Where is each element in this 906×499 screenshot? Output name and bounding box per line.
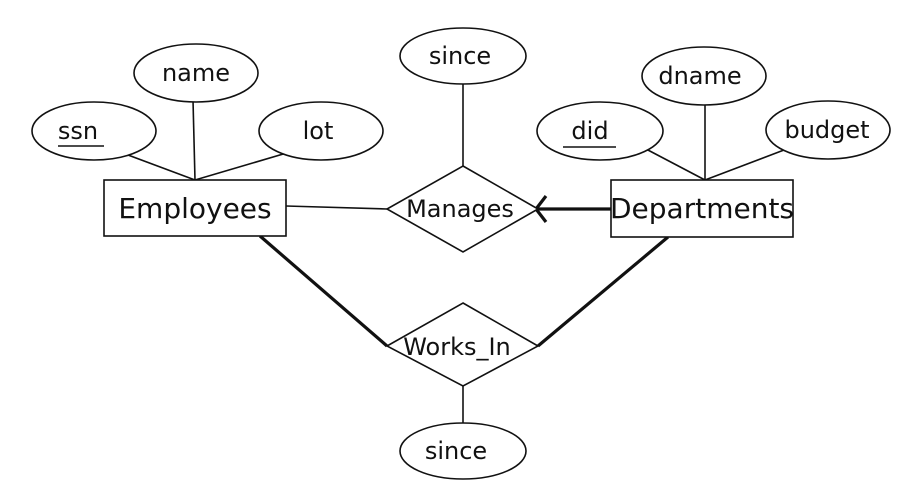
departments-works-in-link	[536, 235, 670, 348]
relationship-manages-label: Manages	[406, 195, 514, 223]
relationship-works-in: Works_In	[385, 302, 540, 387]
attribute-lot: lot	[258, 101, 384, 161]
attribute-did: did	[536, 101, 664, 161]
did-departments-link	[645, 148, 706, 181]
entity-employees: Employees	[103, 179, 287, 237]
attribute-manages-since-label: since	[429, 42, 491, 70]
attribute-manages-since: since	[399, 27, 527, 85]
entity-employees-label: Employees	[118, 192, 271, 225]
connectors	[119, 80, 785, 425]
relationship-manages: Manages	[385, 165, 540, 253]
attribute-ssn: ssn	[31, 101, 157, 161]
entity-departments: Departments	[610, 179, 794, 238]
attribute-name-label: name	[162, 59, 230, 87]
relationship-works-in-label: Works_In	[403, 333, 511, 361]
attribute-ssn-label: ssn	[58, 117, 98, 145]
employees-works-in-link	[258, 234, 389, 348]
attribute-did-label: did	[571, 117, 608, 145]
attribute-budget-label: budget	[784, 116, 869, 144]
employees-manages-link	[285, 205, 388, 210]
entity-departments-label: Departments	[610, 192, 794, 225]
name-employees-link	[192, 99, 196, 181]
attribute-dname-label: dname	[658, 62, 741, 90]
attribute-lot-label: lot	[303, 117, 334, 145]
attribute-dname: dname	[641, 46, 767, 106]
attribute-budget: budget	[765, 100, 891, 160]
attribute-works-in-since-label: since	[425, 437, 487, 465]
ssn-employees-link	[119, 151, 196, 181]
attribute-name: name	[133, 43, 259, 103]
attribute-works-in-since: since	[399, 422, 527, 480]
lot-employees-link	[194, 151, 291, 181]
budget-departments-link	[704, 149, 785, 181]
